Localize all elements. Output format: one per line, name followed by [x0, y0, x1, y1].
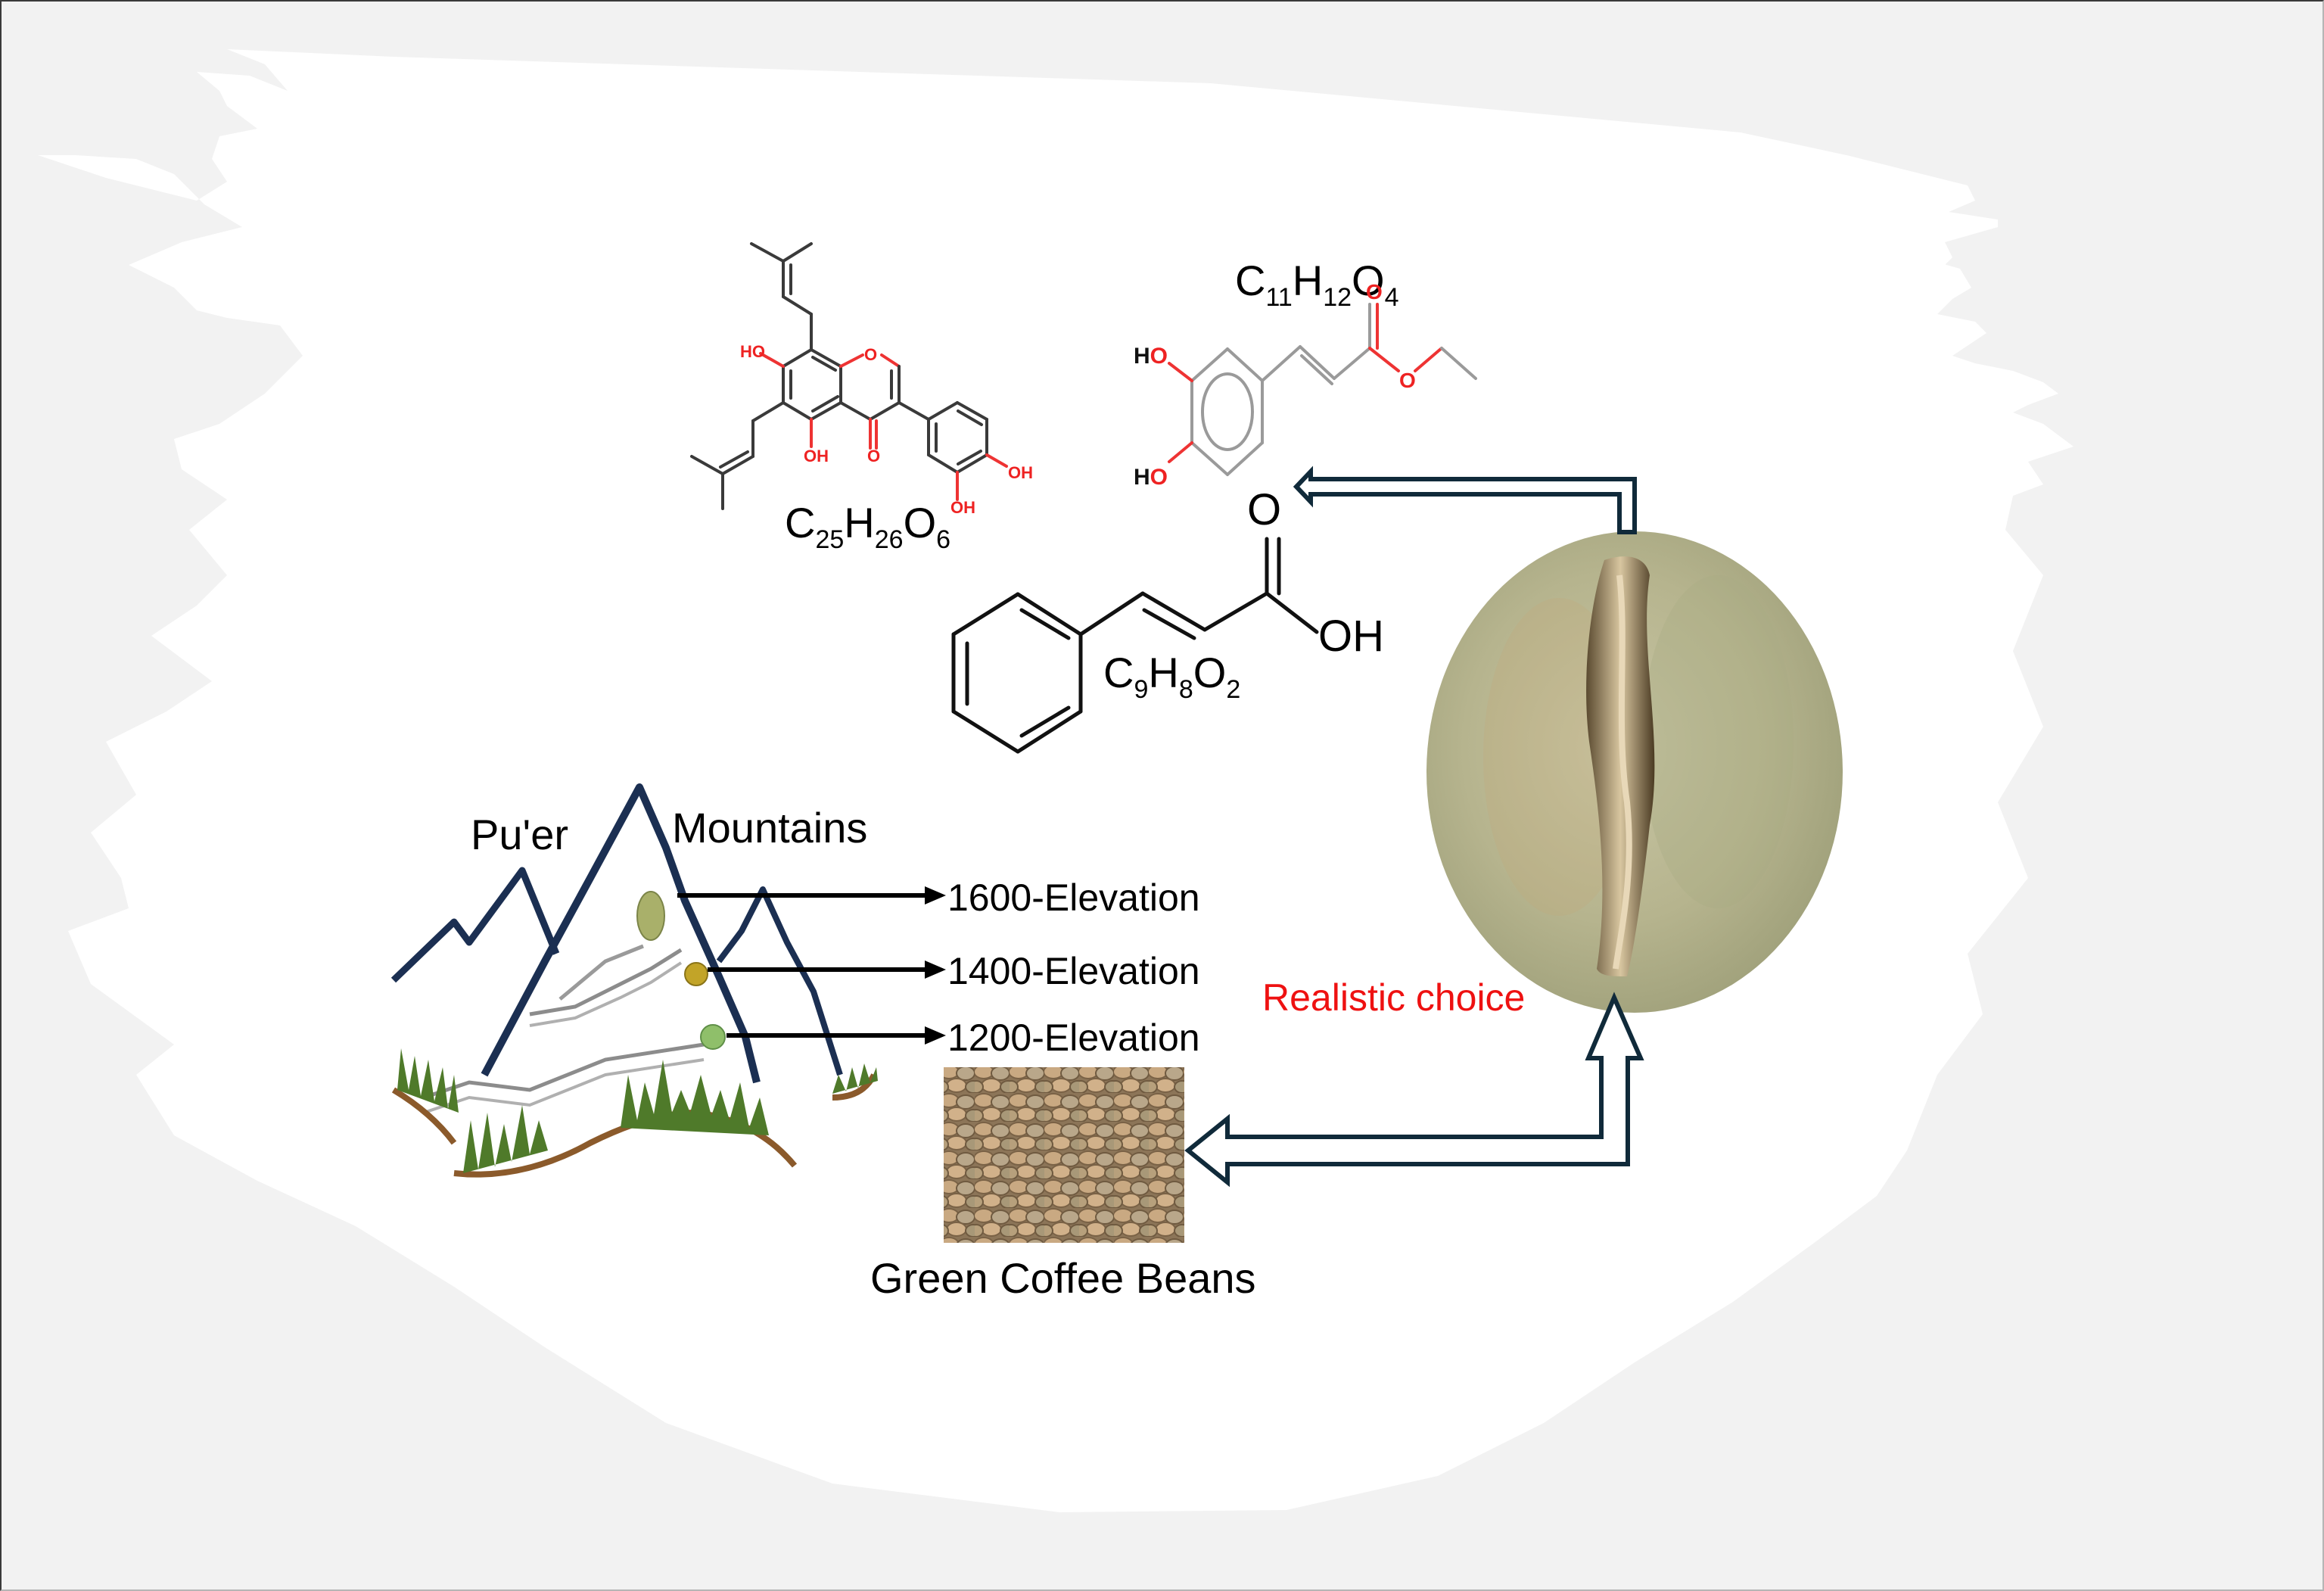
arrow-bean-to-photo [1184, 992, 1644, 1188]
bean-1200-marker [700, 1024, 726, 1050]
formula-subscript: 11 [1265, 283, 1292, 312]
bean-1400-marker [684, 962, 708, 986]
formula-element: H [1293, 257, 1323, 304]
formula-element: C [1103, 649, 1134, 696]
compound-3-structure [951, 537, 1319, 754]
elevation-label-1400: 1400-Elevation [947, 950, 1200, 992]
atom-label: O [1247, 485, 1281, 534]
bean-1600-marker [636, 891, 665, 941]
elevation-label-1600: 1600-Elevation [947, 876, 1200, 919]
elevation-arrows [677, 893, 932, 1038]
atom-label: OH [804, 447, 829, 465]
formula-element: O [1193, 649, 1227, 696]
green-beans-photo [944, 1067, 1184, 1243]
atom-label: HO [1134, 465, 1168, 490]
formula-element: H [844, 499, 874, 546]
atom-label: OH [1008, 463, 1033, 482]
atom-label: O [867, 447, 880, 465]
formula-element: O [1352, 257, 1385, 304]
atom-label: O [864, 345, 877, 364]
compound-2-structure [1168, 303, 1477, 476]
puer-label: Pu'er [471, 811, 568, 858]
formula-element: C [1235, 257, 1265, 304]
formula-subscript: 25 [815, 525, 844, 554]
mountains-illustration [390, 783, 878, 1178]
atom-label: OH [1318, 612, 1384, 661]
atom-label: O [1366, 280, 1383, 304]
arrow-bean-to-compounds [1293, 465, 1637, 534]
single-green-bean [1426, 531, 1843, 1013]
compound-2-formula: C11H12 O4 [1235, 257, 1399, 312]
formula-element: H [1148, 649, 1178, 696]
formula-subscript: 6 [936, 525, 950, 554]
formula-subscript: 4 [1385, 283, 1399, 312]
formula-subscript: 12 [1323, 283, 1352, 312]
compound-2-atom-labels: HO HO O O [1134, 280, 1416, 490]
formula-subscript: 8 [1179, 675, 1193, 704]
compound-3-formula: C9H8O2 [1103, 649, 1240, 704]
formula-element: C [785, 499, 815, 546]
mountains-label: Mountains [672, 804, 867, 852]
realistic-choice-label: Realistic choice [1262, 976, 1525, 1019]
formula-element: O [904, 499, 937, 546]
elevation-label-1200: 1200-Elevation [947, 1017, 1200, 1059]
atom-label: O [1399, 369, 1416, 392]
atom-label: HO [740, 342, 765, 361]
elevation-arrowheads [925, 886, 946, 1045]
compound-1-structure [690, 242, 1008, 510]
formula-subscript: 9 [1134, 675, 1148, 704]
atom-label: OH [950, 498, 975, 517]
formula-subscript: 26 [875, 525, 904, 554]
formula-subscript: 2 [1226, 675, 1240, 704]
compound-3-atom-labels: O OH [1247, 485, 1384, 661]
compound-1-atom-labels: HO O OH O OH OH [740, 342, 1033, 517]
compound-1-formula: C25H26O6 [785, 499, 950, 554]
green-beans-caption: Green Coffee Beans [870, 1254, 1256, 1302]
atom-label: HO [1134, 344, 1168, 369]
